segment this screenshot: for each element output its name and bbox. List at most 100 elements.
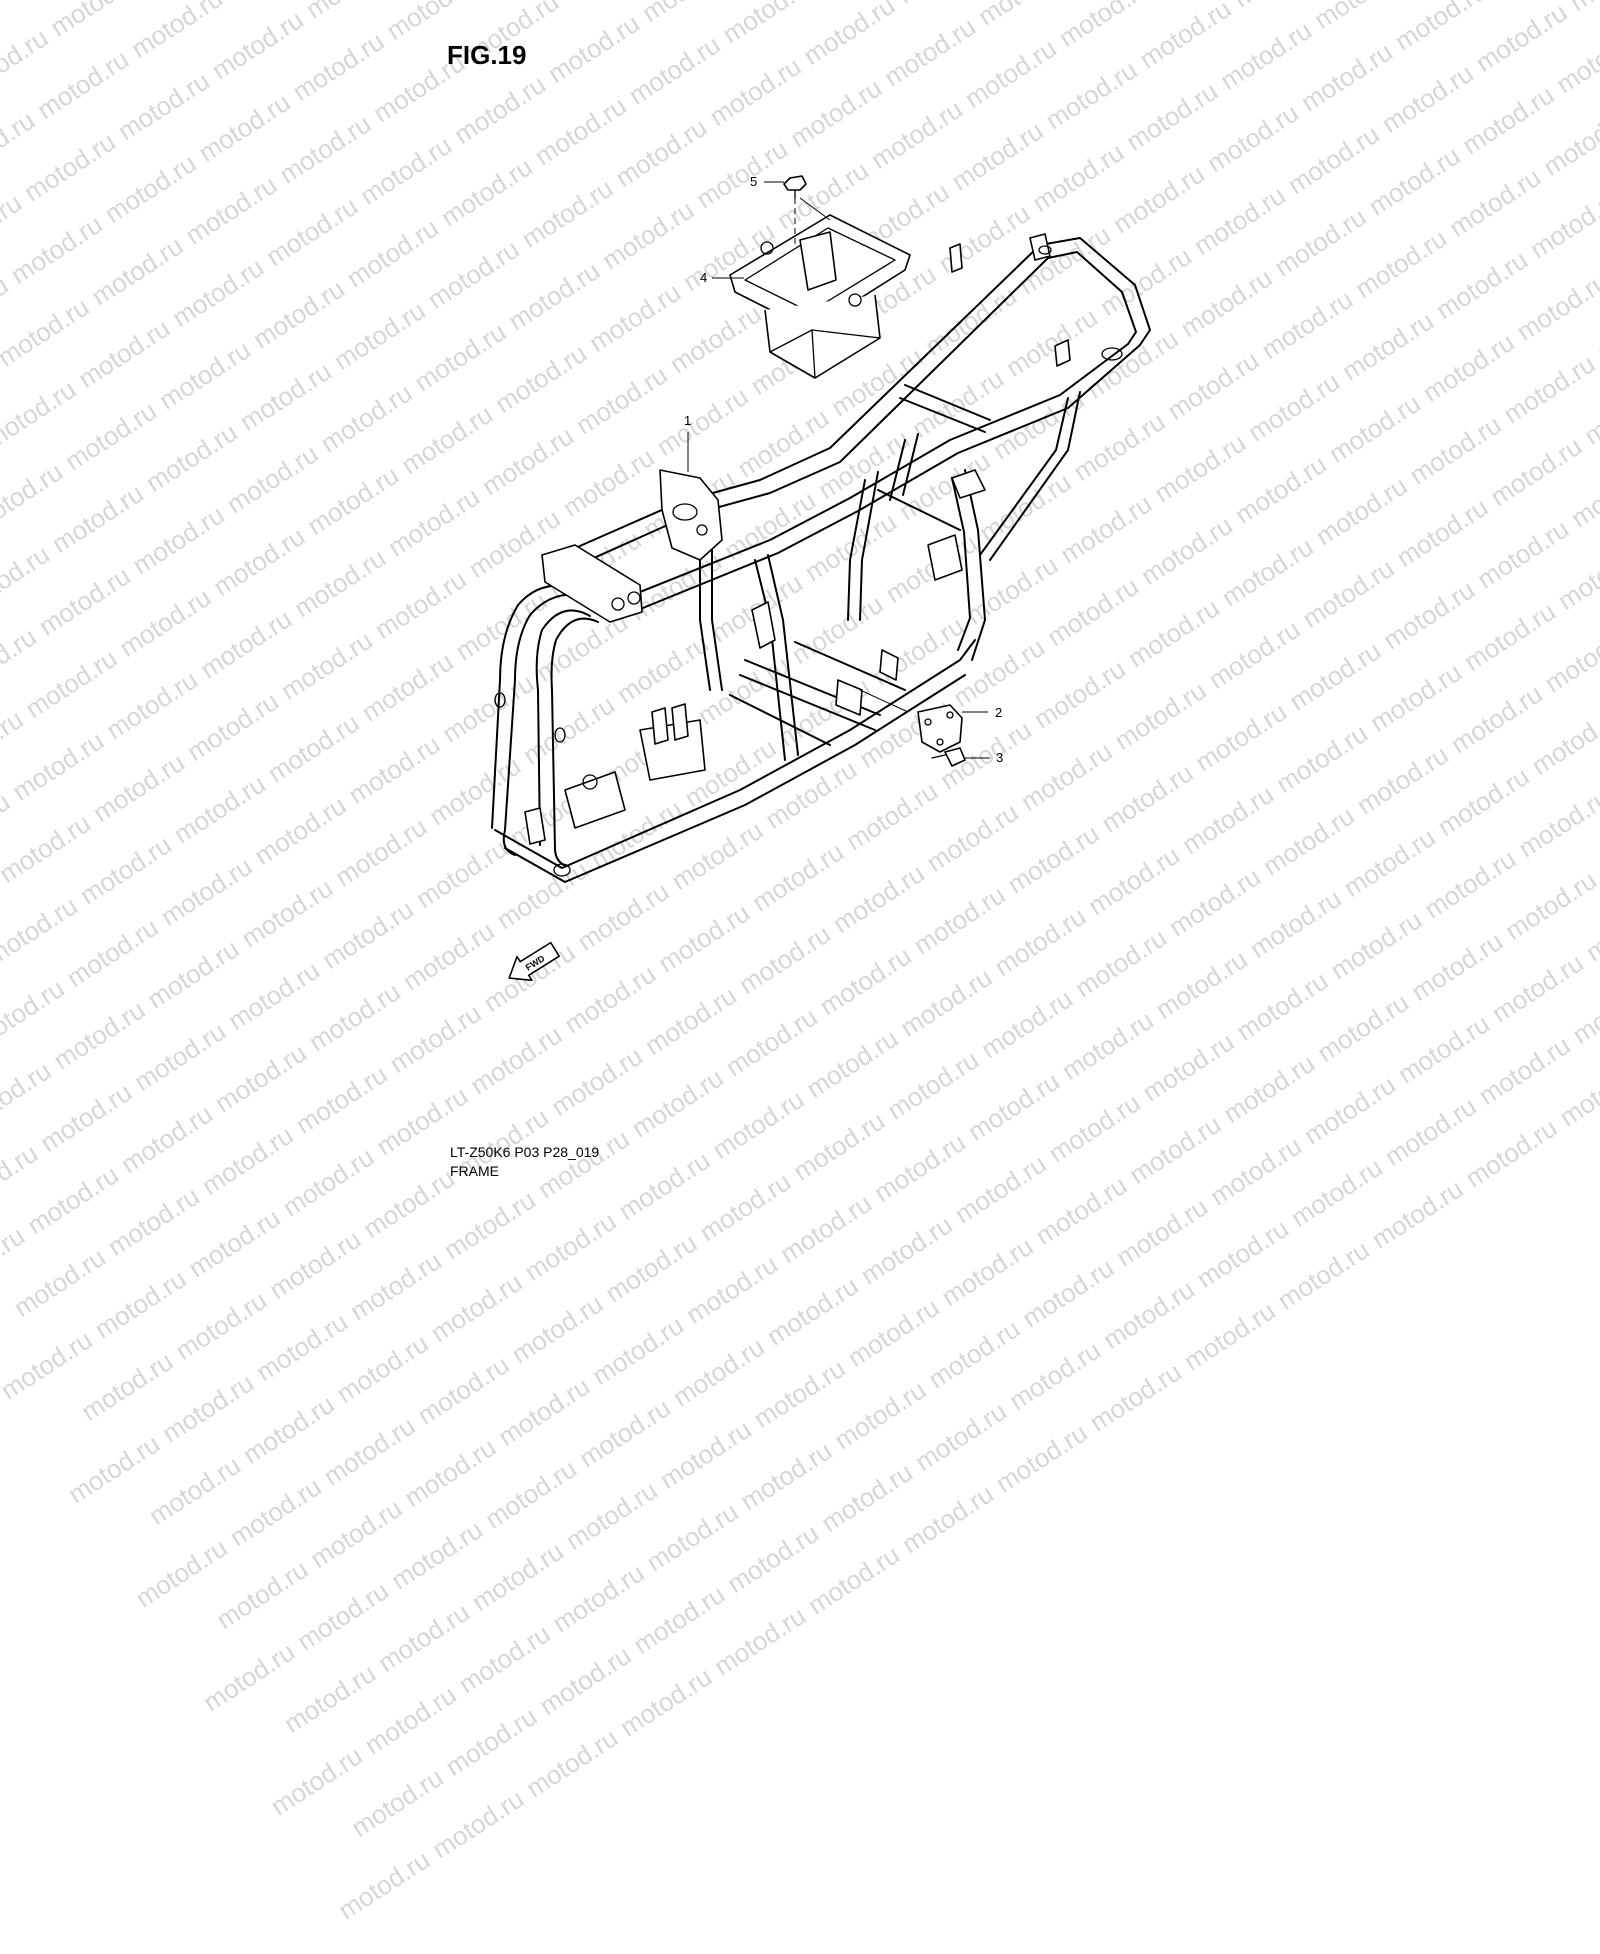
bolt-part [931,747,966,767]
watermark-text: motod.ru [1097,1273,1200,1355]
watermark-text: motod.ru [130,1532,233,1614]
watermark-text: motod.ru [1071,1438,1174,1520]
watermark-text: motod.ru [1446,1194,1550,1276]
watermark-text: motod.ru [1352,1255,1456,1337]
watermark-text: motod.ru [1110,1191,1214,1273]
watermark-text: motod.ru [1016,1252,1120,1334]
watermark-text: motod.ru [197,1636,301,1718]
watermark-text: motod.ru [828,1374,932,1456]
watermark-text: motod.ru [331,1327,434,1409]
watermark-text: motod.ru [573,1392,676,1474]
watermark-text: motod.ru [560,1474,663,1556]
watermark-text: motod.ru [896,1478,999,1560]
leader-lines [687,181,990,759]
watermark-text: motod.ru [789,1621,892,1703]
watermark-text: motod.ru [601,1743,704,1825]
fwd-arrow: FWD [508,941,561,982]
callout-1: 1 [684,413,692,428]
watermark-text: motod.ru [774,1187,877,1269]
watermark-text: motod.ru [505,1288,609,1370]
watermark-text: motod.ru [398,1431,502,1513]
watermark-text: motod.ru [182,1202,286,1284]
watermark-text: motod.ru [922,1313,1026,1395]
watermark-text: motod.ru [599,1227,703,1309]
watermark-text: motod.ru [0,1220,30,1302]
watermark-text: motod.ru [210,1553,314,1635]
watermark-text: motod.ru [250,1306,353,1388]
watermark-text: motod.ru [413,1865,516,1947]
watermark-text: motod.ru [439,1700,543,1782]
footer: LT-Z50K6 P03 P28_019 FRAME [450,1143,599,1181]
watermark-text: motod.ru [909,1395,1012,1477]
watermark-text: motod.ru [519,1205,622,1287]
watermark-text: motod.ru [169,1284,273,1366]
watermark-text: motod.ru [372,1596,475,1678]
watermark-text: motod.ru [291,1575,395,1657]
watermark-text: motod.ru [990,1417,1093,1499]
callout-4: 4 [700,270,708,285]
watermark-text: motod.ru [8,1241,111,1323]
watermark-text: motod.ru [627,1578,731,1660]
watermark-text: motod.ru [640,1496,744,1578]
watermark-text: motod.ru [425,1266,528,1348]
watermark-text: motod.ru [426,1783,530,1865]
watermark-text: motod.ru [237,1388,340,1470]
watermark-text: motod.ru [547,1557,650,1639]
watermark-text: motod.ru [411,1349,515,1431]
watermark-text: motod.ru [748,1352,851,1434]
watermark-text: motod.ru [492,1370,596,1452]
watermark-text: motod.ru [278,1657,381,1739]
watermark-text: motod.ru [977,1499,1080,1581]
watermark-text: motod.ru [883,1560,986,1642]
figure-title: FIG.19 [447,40,527,70]
watermark-text: motod.ru [304,1492,408,1574]
watermark-text: motod.ru [708,1600,811,1682]
watermark-text: motod.ru [734,1435,838,1517]
watermark-text: motod.ru [935,1230,1039,1312]
watermark-text: motod.ru [680,1248,783,1330]
watermark-text: motod.ru [1272,1234,1375,1316]
frame-diagram: FWD [491,175,1151,982]
watermark-text: motod.ru [385,1514,488,1596]
watermark-text: motod.ru [586,1309,690,1391]
diagram-code: LT-Z50K6 P03 P28_019 [450,1144,600,1160]
watermark-text: motod.ru [721,1517,825,1599]
plate-part [917,704,963,753]
watermark-text: motod.ru [156,1367,259,1449]
main-frame [491,233,1151,883]
watermark-text: motod.ru [533,1639,637,1721]
watermark-text: motod.ru [345,1761,449,1843]
watermark-text: motod.ru [1164,1377,1268,1459]
watermark-text: motod.ru [143,1449,246,1531]
watermark-text: motod.ru [265,1740,368,1822]
watermark-text: motod.ru [1003,1334,1106,1416]
watermark-text: motod.ru [359,1679,462,1761]
battery-box [729,214,911,379]
watermark-text: motod.ru [507,1804,610,1886]
callout-2: 2 [995,705,1003,720]
watermark-text: motod.ru [453,1618,556,1700]
watermark-text: motod.ru [667,1331,770,1413]
callout-5: 5 [750,174,758,189]
screw-part [783,175,807,245]
watermark-text: motod.ru [0,1324,98,1406]
watermark-text: motod.ru [1084,1356,1187,1438]
watermark-text: motod.ru [802,1539,905,1621]
watermark-text: motod.ru [654,1413,757,1495]
watermark-text: motod.ru [62,1428,166,1510]
watermark-text: motod.ru [224,1471,327,1553]
watermark-text: motod.ru [761,1270,864,1352]
watermark-text: motod.ru [332,1844,436,1926]
watermark-text: motod.ru [344,1245,447,1327]
watermark-text: motod.ru [815,1456,919,1538]
watermark-text: motod.ru [263,1223,367,1305]
watermark-text: motod.ru [1178,1295,1281,1377]
watermark-text: motod.ru [614,1661,717,1743]
watermark-text: motod.ru [1258,1316,1362,1398]
watermark-text: motod.ru [479,1453,582,1535]
watermark-text: motod.ru [842,1291,945,1373]
watermark-text: motod.ru [520,1722,624,1804]
watermark-text: motod.ru [75,1345,179,1427]
watermark-text: motod.ru [695,1682,798,1764]
watermark-text: motod.ru [855,1209,958,1291]
